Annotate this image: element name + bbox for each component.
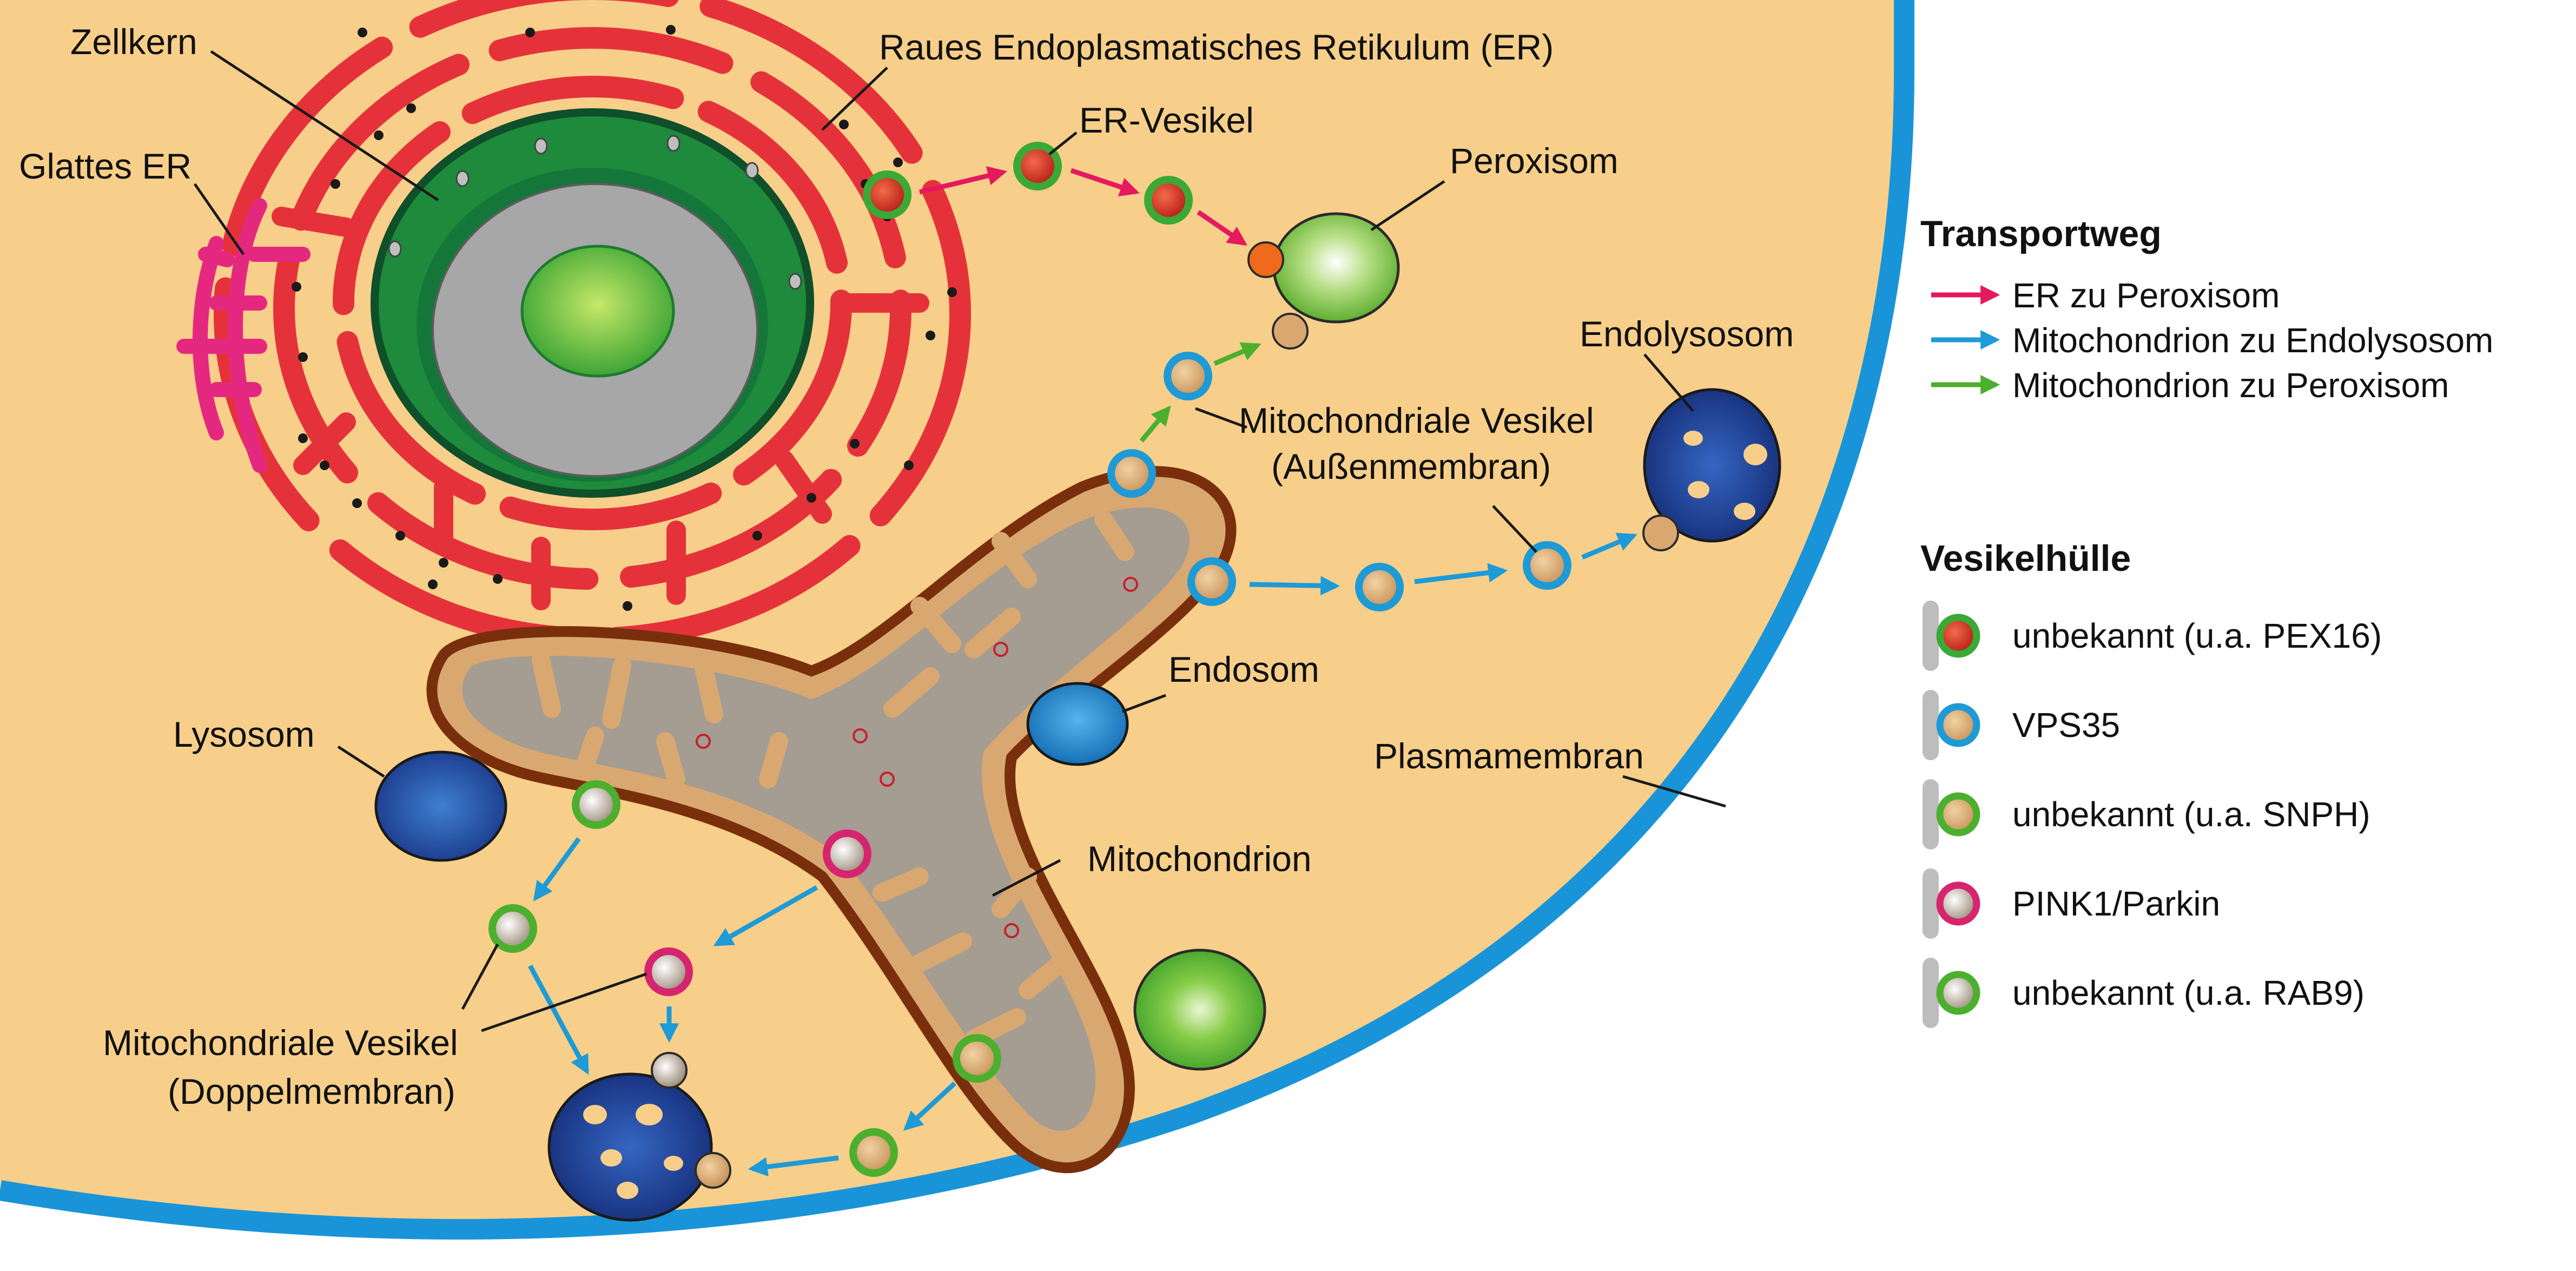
legend-membrane-bar [1923, 690, 1939, 760]
mtdna [696, 577, 1138, 938]
label-er-vesicle: ER-Vesikel [1079, 100, 1254, 140]
vesicles [488, 142, 1571, 1177]
mdv-vps35 [1523, 541, 1571, 590]
peroxisome-2 [1133, 949, 1266, 1071]
legend-transport: Transportweg ER zu Peroxisom Mitochondri… [1920, 213, 2493, 405]
mdv-snph [849, 1128, 898, 1177]
lysosome [374, 750, 507, 862]
mdv-pink1-parkin [644, 947, 693, 996]
er-vesicle [1144, 176, 1193, 225]
legend-membrane-bar [1923, 958, 1939, 1028]
label-endosome: Endosom [1168, 649, 1319, 689]
arrows-er-to-peroxisome [919, 166, 1247, 246]
label-mdv-outer-1: Mitochondriale Vesikel [1239, 400, 1594, 440]
leader-lines [193, 50, 1726, 1032]
smooth-er [176, 198, 311, 473]
lysosome-bottom [547, 1052, 731, 1222]
er-vesicle [863, 170, 911, 219]
nucleolus [520, 245, 675, 378]
legend-transport-item-label: Mitochondrion zu Endolysosom [2012, 321, 2493, 360]
label-rough-er: Raues Endoplasmatisches Retikulum (ER) [879, 27, 1554, 67]
legend-transport-title: Transportweg [1920, 213, 2162, 254]
rough-er [214, 0, 971, 649]
nucleus [371, 108, 814, 498]
label-endolysosome: Endolysosom [1580, 314, 1794, 354]
label-smooth-er: Glattes ER [19, 146, 191, 186]
mdv-vps35 [1107, 449, 1156, 498]
legend-vesicle-rab9 [1936, 971, 1980, 1015]
legend-coat-item-label: unbekannt (u.a. PEX16) [2012, 616, 2382, 655]
er-vesicle [1013, 142, 1062, 190]
endolysosome [1642, 388, 1781, 551]
mdv-vps35 [1187, 557, 1236, 606]
legend-membrane-bar [1923, 601, 1939, 671]
mitochondrion [426, 466, 1237, 1174]
endosome [1026, 682, 1129, 766]
legend-coat: Vesikelhülle unbekannt (u.a. PEX16) VPS3… [1920, 538, 2382, 1028]
legend-coat-item-label: unbekannt (u.a. RAB9) [2012, 973, 2364, 1012]
legend-transport-item-label: ER zu Peroxisom [2012, 276, 2280, 315]
label-mdv-double-1: Mitochondriale Vesikel [103, 1023, 458, 1063]
mdv-rab9 [572, 780, 620, 829]
legend-vesicle-vps35 [1936, 703, 1980, 747]
label-mdv-double-2: (Doppelmembran) [168, 1071, 455, 1111]
legend-vesicle-pex16 [1936, 614, 1980, 658]
legend-membrane-bar [1923, 868, 1939, 939]
plasma-membrane [0, 0, 1914, 1240]
mdv-snph [953, 1034, 1001, 1083]
mdv-vps35 [1164, 352, 1212, 400]
label-nucleus: Zellkern [70, 22, 197, 62]
legend-coat-item-label: unbekannt (u.a. SNPH) [2012, 795, 2370, 834]
arrows-mito-to-endolysosome [528, 532, 1637, 1177]
label-plasma-membrane: Plasmamembran [1374, 736, 1644, 776]
label-mitochondrion: Mitochondrion [1087, 839, 1312, 879]
label-lysosome: Lysosom [173, 714, 315, 754]
nuclear-pores [388, 135, 802, 290]
arrows-mito-to-peroxisome [1139, 342, 1261, 443]
label-peroxisome: Peroxisom [1450, 141, 1619, 181]
mdv-rab9 [488, 904, 537, 953]
label-mdv-outer-2: (Außenmembran) [1271, 446, 1551, 486]
legend-coat-item-label: PINK1/Parkin [2012, 884, 2220, 923]
mdv-vps35 [1355, 563, 1404, 611]
legend-coat-title: Vesikelhülle [1920, 538, 2131, 579]
peroxisome [1247, 212, 1400, 350]
legend-coat-item-label: VPS35 [2012, 706, 2120, 745]
legend-vesicle-pink1-parkin [1936, 881, 1980, 926]
legend-membrane-bar [1923, 779, 1939, 849]
legend-transport-item-label: Mitochondrion zu Peroxisom [2012, 366, 2449, 405]
legend-vesicle-snph [1936, 792, 1980, 837]
mdv-pink1-parkin [823, 829, 871, 878]
